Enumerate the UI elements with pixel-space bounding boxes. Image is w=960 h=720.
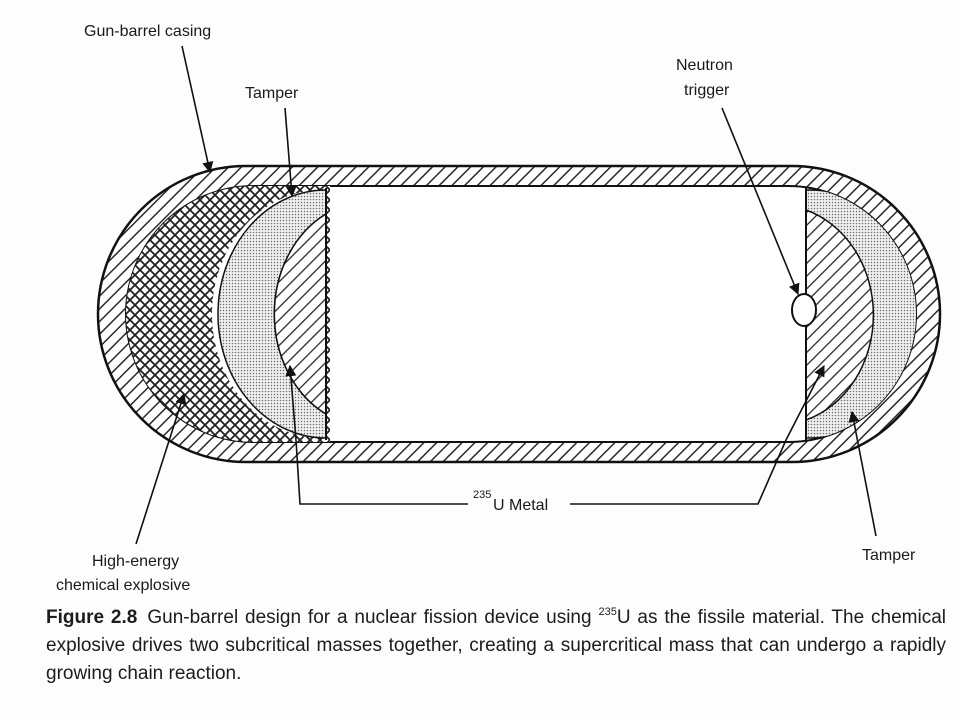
- label-trigger-line1: Neutron: [676, 57, 733, 74]
- metal-bracket-right: [570, 439, 787, 505]
- casing-leader: [181, 45, 214, 174]
- caption-figure-number: Figure 2.8: [46, 607, 138, 628]
- caption-sup: 235: [598, 606, 617, 618]
- explosive-leader: [135, 392, 187, 545]
- label-casing: Gun-barrel casing: [84, 23, 211, 40]
- metal-bracket-left: [295, 439, 468, 505]
- label-tamper-top: Tamper: [245, 85, 299, 102]
- caption-text-end: U as the fissile material. The chemical …: [46, 607, 947, 684]
- label-explosive-line2: chemical explosive: [56, 577, 190, 594]
- label-explosive-line1: High-energy: [92, 553, 179, 570]
- figure-caption: Figure 2.8 Gun-barrel design for a nuclea…: [46, 604, 946, 688]
- neutron-trigger: [791, 293, 817, 327]
- caption-text-start: Gun-barrel design for a nuclear fission …: [147, 607, 599, 628]
- trigger-leader: [721, 107, 800, 296]
- tamper-top-leader: [284, 107, 297, 198]
- label-tamper-bottom: Tamper: [862, 547, 916, 564]
- label-metal: U Metal: [493, 497, 548, 514]
- gun-barrel-diagram: Gun-barrel casing Tamper Neutron trigger…: [56, 23, 942, 594]
- label-metal-sup: 235: [473, 489, 491, 501]
- label-trigger-line2: trigger: [684, 82, 730, 99]
- u235-projectile: [273, 212, 327, 416]
- tamper-bottom-leader: [848, 410, 877, 537]
